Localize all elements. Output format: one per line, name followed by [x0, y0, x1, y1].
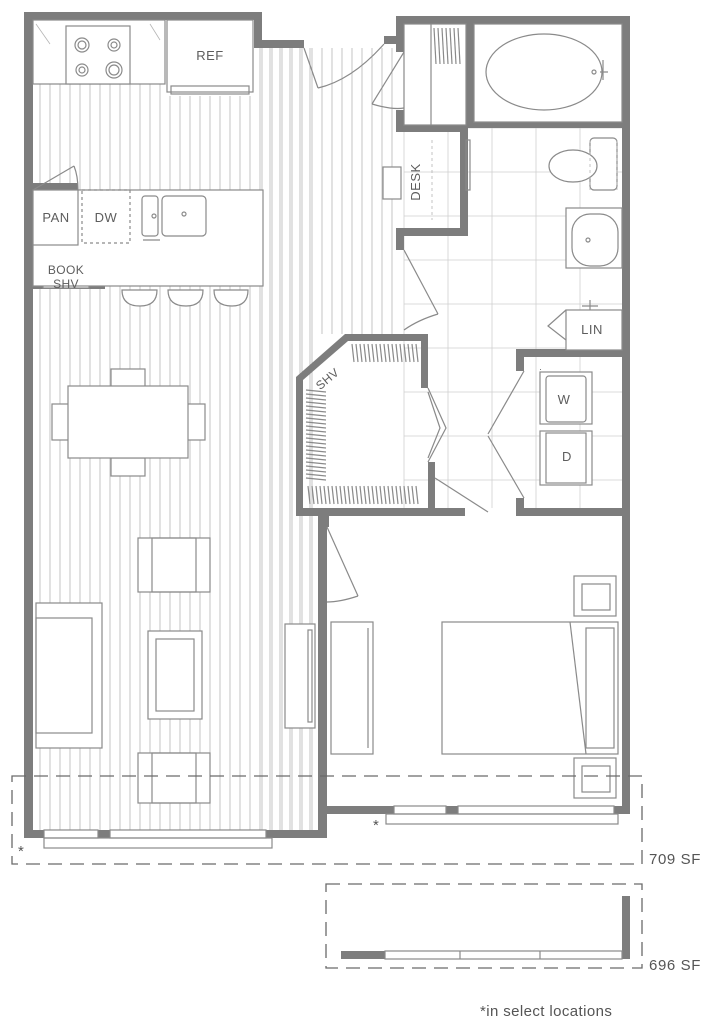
balcony-outlines: [11, 775, 643, 969]
doors: [32, 43, 525, 603]
kitchen: REF PAN DW BOOK SHV: [32, 19, 264, 307]
closets: DESK SHV: [305, 23, 471, 505]
bedroom: [330, 575, 619, 799]
living-area: [35, 537, 316, 804]
desk-label: DESK: [408, 163, 423, 200]
book-shelf-label-line2: SHV: [53, 277, 79, 291]
washer-label: W: [558, 392, 571, 407]
shelf-label: SHV: [313, 365, 342, 392]
area-label-696: 696 SF: [649, 957, 701, 974]
footnote: *in select locations: [480, 1003, 612, 1020]
laundry: W D: [539, 371, 593, 486]
book-shelf-label-line1: BOOK: [48, 263, 84, 277]
select-locations-asterisk-left: *: [18, 843, 24, 860]
bathroom: LIN: [473, 23, 623, 351]
linen-label: LIN: [581, 322, 603, 337]
windows: [43, 805, 623, 960]
pantry-label: PAN: [42, 210, 69, 225]
ref-label: REF: [196, 48, 224, 63]
dining-area: [51, 368, 206, 477]
area-label-709: 709 SF: [649, 851, 701, 868]
dryer-label: D: [562, 449, 572, 464]
select-locations-asterisk-right: *: [373, 817, 379, 834]
walls: [24, 12, 630, 959]
dishwasher-label: DW: [95, 210, 118, 225]
